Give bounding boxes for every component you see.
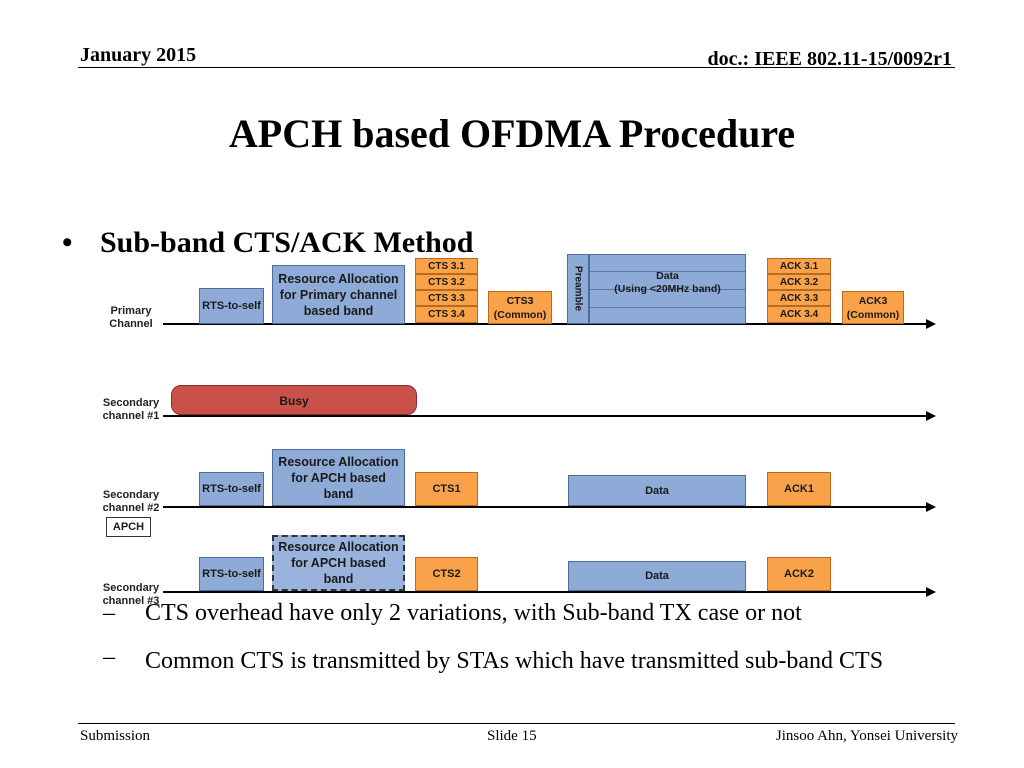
- data-block-secondary-3: Data: [568, 561, 746, 591]
- subitem-2-dash: –: [103, 644, 115, 670]
- busy-block: Busy: [171, 385, 417, 415]
- ack2-block: ACK2: [767, 557, 831, 591]
- rts-block-secondary-3: RTS-to-self: [199, 557, 264, 591]
- ack-3-3: ACK 3.3: [767, 290, 831, 306]
- arrow-secondary-2: [926, 502, 936, 512]
- footer-submission: Submission: [80, 728, 151, 744]
- subitem-1-dash: –: [103, 600, 115, 626]
- footer-divider: [78, 723, 955, 724]
- rts-block-secondary-2: RTS-to-self: [199, 472, 264, 506]
- cts-3-3: CTS 3.3: [415, 290, 478, 306]
- slide-title: APCH based OFDMA Procedure: [228, 111, 796, 156]
- cts-3-2: CTS 3.2: [415, 274, 478, 290]
- header-doc-id: doc.: IEEE 802.11-15/0092r1: [707, 48, 952, 70]
- arrow-primary: [926, 319, 936, 329]
- data-band-divider-1: [590, 271, 745, 272]
- data-band-divider-3: [590, 307, 745, 308]
- subitem-2: Common CTS is transmitted by STAs which …: [145, 648, 884, 674]
- label-secondary-channel-2: Secondary channel #2: [102, 489, 160, 514]
- resource-allocation-secondary-3: Resource Allocation for APCH based band: [272, 535, 405, 591]
- cts-3-4: CTS 3.4: [415, 306, 478, 323]
- preamble-label: Preamble: [572, 266, 584, 312]
- axis-primary: [163, 323, 927, 325]
- rts-block-primary: RTS-to-self: [199, 288, 264, 324]
- ack-3-2: ACK 3.2: [767, 274, 831, 290]
- bullet-symbol: •: [62, 226, 73, 259]
- ack-3-4: ACK 3.4: [767, 306, 831, 323]
- footer-slide-number: Slide 15: [487, 728, 537, 744]
- label-secondary-channel-3: Secondary channel #3: [102, 582, 160, 607]
- arrow-secondary-1: [926, 411, 936, 421]
- subitem-1: CTS overhead have only 2 variations, wit…: [145, 600, 802, 626]
- bullet-heading: Sub-band CTS/ACK Method: [100, 226, 474, 259]
- resource-allocation-secondary-2: Resource Allocation for APCH based band: [272, 449, 405, 506]
- axis-secondary-2: [163, 506, 927, 508]
- apch-label: APCH: [106, 517, 151, 537]
- cts3-common: CTS3 (Common): [488, 291, 552, 324]
- preamble-block: Preamble: [567, 254, 589, 324]
- footer-author: Jinsoo Ahn, Yonsei University: [775, 728, 958, 744]
- data-block-primary: Data (Using <20MHz band): [589, 254, 746, 324]
- arrow-secondary-3: [926, 587, 936, 597]
- cts1-block: CTS1: [415, 472, 478, 506]
- data-band-divider-2: [590, 289, 745, 290]
- ack-3-1: ACK 3.1: [767, 258, 831, 274]
- axis-secondary-1: [163, 415, 927, 417]
- ack1-block: ACK1: [767, 472, 831, 506]
- data-primary-label: Data (Using <20MHz band): [614, 270, 721, 295]
- resource-allocation-primary: Resource Allocation for Primary channel …: [272, 265, 405, 324]
- cts-3-1: CTS 3.1: [415, 258, 478, 274]
- ack3-common: ACK3 (Common): [842, 291, 904, 324]
- data-block-secondary-2: Data: [568, 475, 746, 506]
- label-primary-channel: Primary Channel: [109, 305, 153, 330]
- header-date: January 2015: [80, 44, 197, 66]
- cts2-block: CTS2: [415, 557, 478, 591]
- label-secondary-channel-1: Secondary channel #1: [102, 397, 160, 422]
- header-divider: [78, 67, 955, 68]
- axis-secondary-3: [163, 591, 927, 593]
